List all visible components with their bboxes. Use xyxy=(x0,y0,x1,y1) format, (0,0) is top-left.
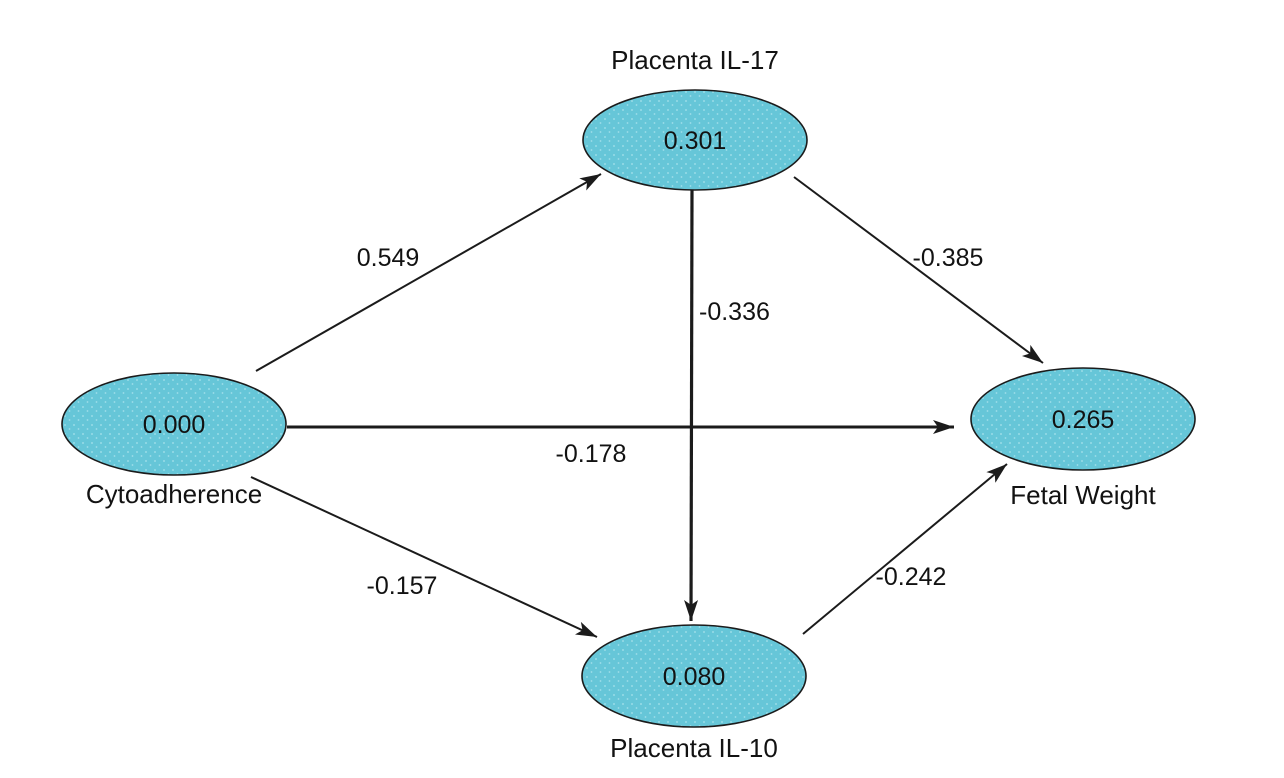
node-label-cytoadherence: Cytoadherence xyxy=(86,479,262,509)
edge-cytoadherence-to-placenta-il17 xyxy=(255,173,602,372)
node-ellipse-placenta-il10 xyxy=(581,624,807,728)
node-label-placenta-il17: Placenta IL-17 xyxy=(611,45,779,75)
edge-placenta-il17-to-placenta-il10 xyxy=(684,189,699,622)
node-value-fetal-weight: 0.265 xyxy=(1052,406,1115,434)
node-label-placenta-il10: Placenta IL-10 xyxy=(610,733,778,763)
edge-cytoadherence-to-placenta-il10 xyxy=(250,476,598,638)
node-cytoadherence: 0.000 Cytoadherence xyxy=(61,372,287,509)
edge-placenta-il10-to-fetal-weight xyxy=(802,463,1008,635)
node-value-placenta-il17: 0.301 xyxy=(664,127,727,155)
node-value-cytoadherence: 0.000 xyxy=(143,411,206,439)
node-ellipse-fetal-weight xyxy=(970,367,1196,471)
edge-label-cytoadherence-il17: 0.549 xyxy=(357,244,420,272)
edge-label-il17-il10: -0.336 xyxy=(699,298,770,326)
edge-placenta-il17-to-fetal-weight xyxy=(793,176,1044,364)
edge-label-il10-fetal-weight: -0.242 xyxy=(876,563,947,591)
edge-label-cytoadherence-il10: -0.157 xyxy=(367,572,438,600)
node-ellipse-placenta-il17 xyxy=(582,89,808,191)
node-ellipse-cytoadherence xyxy=(61,372,287,476)
node-label-fetal-weight: Fetal Weight xyxy=(1010,480,1156,510)
node-placenta-il17: Placenta IL-17 0.301 xyxy=(582,45,808,191)
edge-label-cytoadherence-fetal-weight: -0.178 xyxy=(556,440,627,468)
node-placenta-il10: 0.080 Placenta IL-10 xyxy=(581,624,807,763)
node-fetal-weight: 0.265 Fetal Weight xyxy=(970,367,1196,510)
node-value-placenta-il10: 0.080 xyxy=(663,663,726,691)
edge-label-il17-fetal-weight: -0.385 xyxy=(913,244,984,272)
